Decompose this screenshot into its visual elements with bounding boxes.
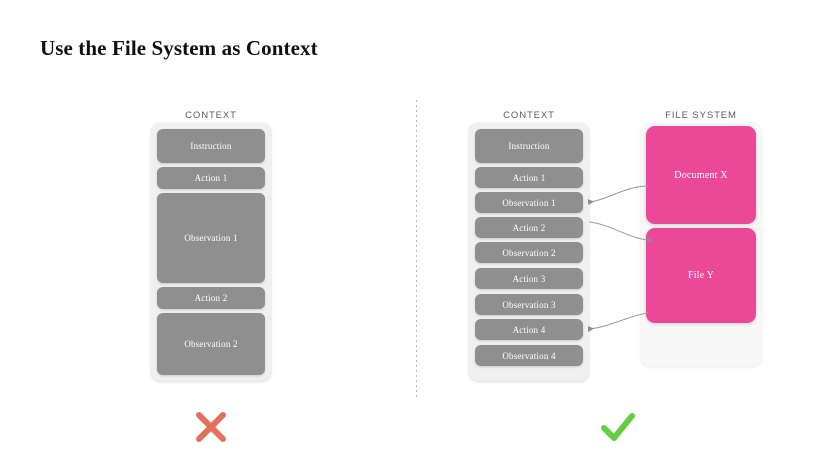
context-block[interactable]: Action 1 — [475, 167, 583, 188]
context-block[interactable]: Observation 4 — [475, 345, 583, 366]
context-block[interactable]: Action 2 — [157, 287, 265, 309]
left-context-header: CONTEXT — [185, 110, 237, 121]
context-block[interactable]: Observation 2 — [475, 242, 583, 263]
context-block[interactable]: Instruction — [475, 129, 583, 163]
check-icon — [601, 413, 635, 441]
left-context-container: Instruction Action 1 Observation 1 Actio… — [151, 123, 271, 381]
connector-action4-filey — [587, 312, 649, 333]
file-system-header: FILE SYSTEM — [665, 110, 737, 121]
context-block[interactable]: Observation 1 — [475, 192, 583, 213]
context-block[interactable]: Observation 2 — [157, 313, 265, 375]
cross-icon — [196, 412, 226, 442]
right-context-container: Instruction Action 1 Observation 1 Actio… — [469, 123, 589, 381]
page-title: Use the File System as Context — [40, 36, 318, 60]
file-block[interactable]: File Y — [646, 228, 756, 323]
connector-observation1-documentx — [587, 185, 649, 206]
context-block[interactable]: Action 2 — [475, 217, 583, 238]
context-block[interactable]: Observation 3 — [475, 294, 583, 315]
context-block[interactable]: Action 4 — [475, 319, 583, 340]
file-system-container: Document X File Y — [641, 123, 761, 366]
context-block[interactable]: Observation 1 — [157, 193, 265, 283]
right-context-header: CONTEXT — [503, 110, 555, 121]
context-block[interactable]: Action 1 — [157, 167, 265, 189]
file-block[interactable]: Document X — [646, 126, 756, 224]
context-block[interactable]: Action 3 — [475, 268, 583, 289]
context-block[interactable]: Instruction — [157, 129, 265, 163]
connector-action2-filey — [588, 221, 653, 243]
section-divider — [416, 100, 417, 400]
